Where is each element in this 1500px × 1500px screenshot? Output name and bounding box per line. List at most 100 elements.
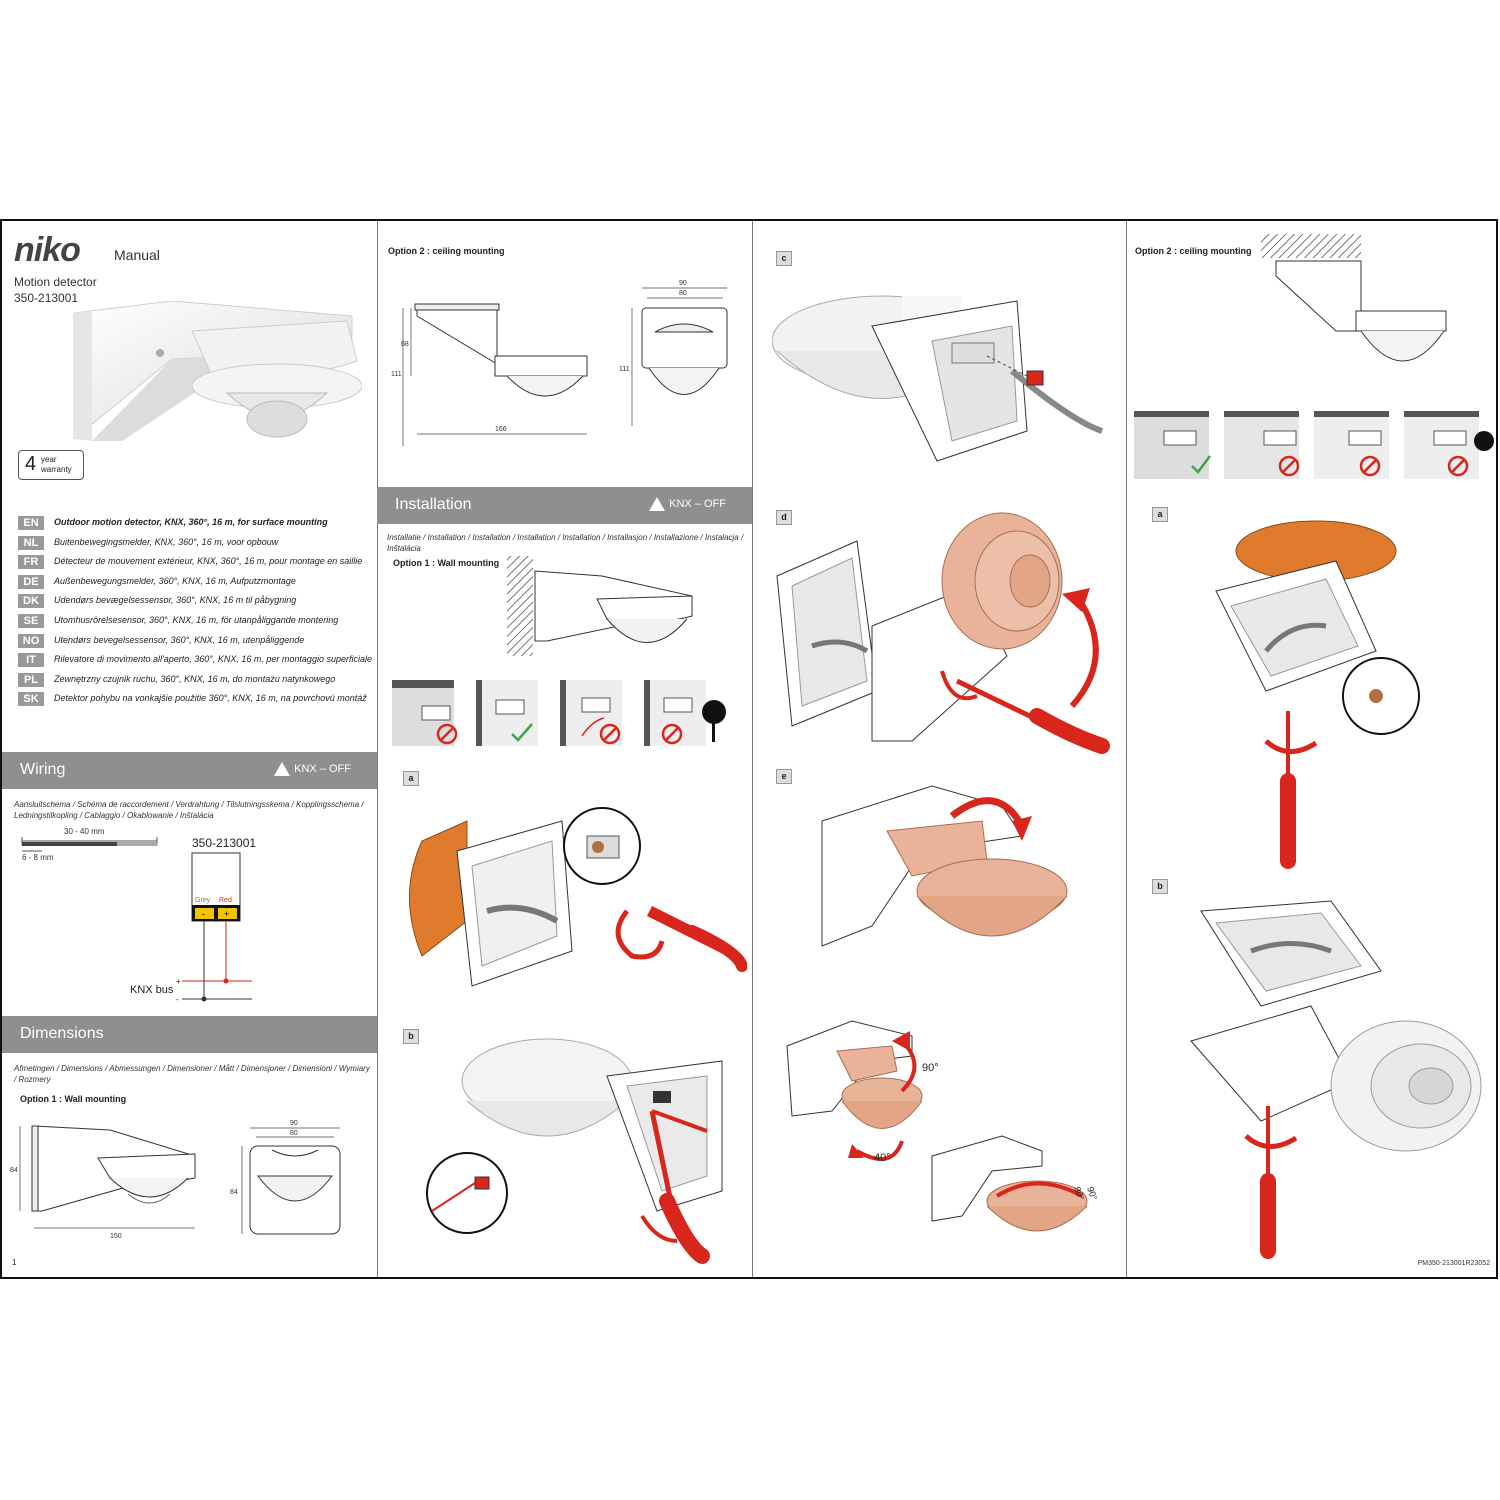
warranty-years: 4: [25, 453, 37, 475]
wall-width-label: 150: [110, 1233, 122, 1240]
ceil-front-w1-label: 90: [679, 280, 687, 287]
dimensions-title: Dimensions: [20, 1025, 104, 1042]
column-steps: c d e: [752, 221, 1127, 1277]
step-c-illustration: [772, 295, 1103, 462]
product-illustration: [73, 301, 362, 441]
wall-mount-placement-panels: [392, 680, 726, 746]
step-a-illustration: [409, 807, 747, 987]
wiring-header: Wiring KNX – OFF: [2, 752, 377, 789]
ceiling-mount-illustration: [1261, 234, 1447, 362]
device-code-label: 350-213001: [192, 836, 256, 850]
wiring-subtitle: Aansluitschema / Schéma de raccordement …: [14, 800, 364, 820]
lang-code: NO: [18, 633, 44, 648]
step-e-illustration: [821, 785, 1068, 947]
ceil-h2-label: 111: [391, 371, 402, 378]
dimensions-subtitle: Afmetingen / Dimensions / Abmessungen / …: [14, 1064, 370, 1084]
step-e-rotation-illustration: 90° 40° 90° 90°: [786, 1020, 1099, 1232]
wall-mount-illustration: [507, 556, 693, 656]
ceiling-install-label: Option 2 : ceiling mounting: [1135, 246, 1252, 256]
front-width1-label: 90: [290, 1120, 298, 1127]
step-b-illustration: [426, 1038, 723, 1264]
step-label-a: a: [403, 771, 419, 786]
strip-short-label: 6 - 8 mm: [22, 853, 54, 862]
step-label-e: e: [776, 769, 792, 784]
angle-90-label: 90°: [922, 1062, 939, 1074]
lang-code: SK: [18, 692, 44, 707]
lang-text: Utendørs bevegelsessensor, 360°, KNX, 16…: [54, 634, 305, 645]
ceiling-placement-panels: [1134, 411, 1494, 479]
step-label-d: d: [776, 510, 792, 525]
step-label-b: b: [403, 1029, 419, 1044]
lang-code: DE: [18, 574, 44, 589]
terminal-minus: -: [202, 909, 205, 919]
bus-minus: -: [176, 995, 179, 1004]
lang-code: PL: [18, 672, 44, 687]
product-code: 350-213001: [14, 291, 79, 305]
column-installation: Option 2 : ceiling mounting 68 111 166 9…: [377, 221, 753, 1277]
panel-wrong-heat: [560, 680, 622, 746]
warranty-line2: warranty: [41, 465, 72, 474]
installation-header: Installation KNX – OFF: [377, 487, 752, 524]
step-label-a2: a: [1152, 507, 1168, 522]
knx-bus-label: KNX bus: [130, 984, 174, 996]
lang-text: Détecteur de mouvement extérieur, KNX, 3…: [54, 556, 363, 567]
panel-wrong-tree-ceiling: [1404, 411, 1494, 479]
lang-code: DK: [18, 594, 44, 609]
lang-code: FR: [18, 555, 44, 570]
ceiling-step-a-illustration: [1215, 520, 1420, 869]
panel-wrong-tree: [644, 680, 726, 746]
page-number: 1: [12, 1258, 17, 1267]
doc-type: Manual: [114, 247, 160, 263]
niko-logo: niko: [14, 231, 81, 269]
terminal-plus: +: [224, 909, 229, 919]
wiring-warning: KNX – OFF: [274, 762, 351, 776]
ceiling-step-b-illustration: [1190, 900, 1482, 1259]
panel-wrong-heat-ceiling: [1314, 411, 1389, 479]
wall-dimension-drawing: 84 150 90 80 84: [10, 1120, 341, 1240]
product-name: Motion detector: [14, 275, 97, 289]
wiring-title: Wiring: [20, 761, 66, 778]
lang-text: Buitenbewegingsmelder, KNX, 360°, 16 m, …: [54, 536, 279, 547]
lang-text: Rilevatore di movimento all'aperto, 360°…: [54, 654, 372, 665]
column-ceiling: Option 2 : ceiling mounting: [1126, 221, 1498, 1277]
installation-subtitle: Installatie / Installation / Installatio…: [387, 533, 744, 553]
strip-long-label: 30 - 40 mm: [64, 827, 105, 836]
step-label-b2: b: [1152, 879, 1168, 894]
installation-warning-text: KNX – OFF: [669, 497, 726, 510]
front-width2-label: 80: [290, 1130, 298, 1137]
panel-correct: [476, 680, 538, 746]
dim-option1-label: Option 1 : Wall mounting: [20, 1094, 127, 1104]
ceiling-dimension-drawing: 68 111 166 90 80 111: [391, 280, 728, 446]
lang-text: Utomhusrörelsesensor, 360°, KNX, 16 m, f…: [54, 614, 339, 625]
lang-text: Detektor pohybu na vonkajšie použitie 36…: [54, 693, 367, 704]
warranty-badge: 4 year warranty: [18, 450, 84, 480]
panel-correct-ceiling: [1134, 411, 1211, 479]
ceil-front-w2-label: 80: [679, 290, 687, 297]
lang-text: Outdoor motion detector, KNX, 360°, 16 m…: [54, 517, 328, 527]
angle-90c-label: 90°: [1085, 1185, 1099, 1202]
lang-text: Außenbewegungsmelder, 360°, KNX, 16 m, A…: [54, 575, 296, 586]
terminal-red: Red: [219, 897, 232, 904]
bus-plus: +: [176, 977, 181, 986]
wall-option-label: Option 1 : Wall mounting: [393, 558, 500, 568]
installation-warning: KNX – OFF: [649, 497, 726, 511]
warning-icon: [649, 497, 666, 511]
lang-code: EN: [18, 516, 44, 530]
front-height-label: 84: [230, 1189, 238, 1196]
lang-code: SE: [18, 613, 44, 628]
wall-height-label: 84: [10, 1167, 18, 1174]
ceiling-option-label: Option 2 : ceiling mounting: [388, 246, 505, 256]
step-d-illustration: [776, 512, 1110, 754]
panel-wrong-under-eave: [392, 680, 458, 746]
angle-90b-label: 90°: [1072, 1185, 1086, 1202]
step-label-c: c: [776, 251, 792, 266]
ceil-width-label: 166: [495, 426, 507, 433]
installation-title: Installation: [395, 496, 472, 513]
ceil-h1-label: 68: [401, 341, 409, 348]
lang-code: NL: [18, 535, 44, 550]
dimensions-header: Dimensions: [2, 1016, 377, 1053]
warning-icon: [274, 762, 291, 776]
lang-code: IT: [18, 653, 44, 668]
warranty-line1: year: [41, 455, 57, 464]
column-cover: niko Manual Motion detector 350-213001 4…: [2, 221, 378, 1277]
